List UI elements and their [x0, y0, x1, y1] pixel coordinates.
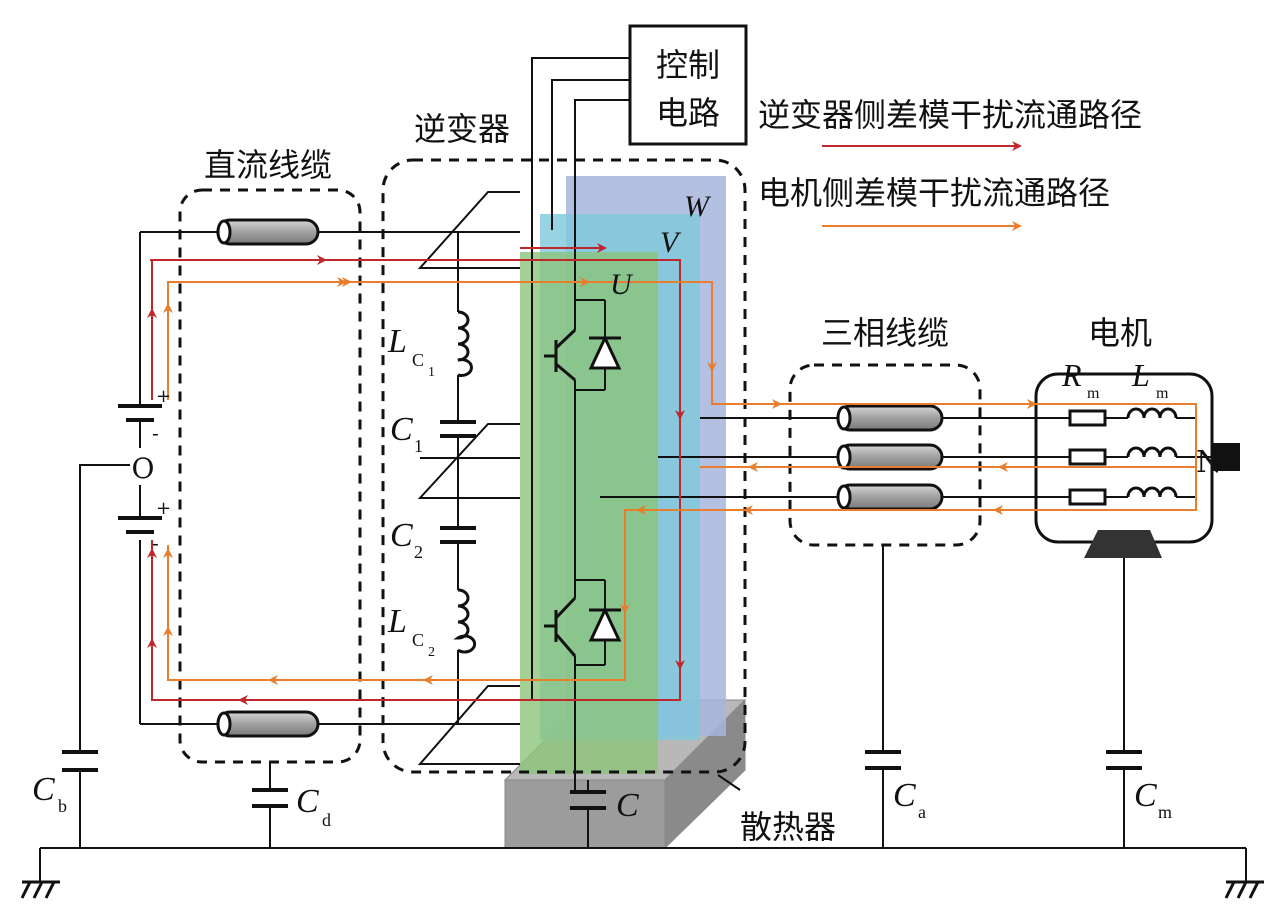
- svg-text:2: 2: [414, 542, 423, 562]
- inverter-side-path: [147, 243, 685, 705]
- dc-cable-box: [178, 188, 362, 764]
- svg-text:1: 1: [428, 365, 435, 380]
- svg-text:C: C: [390, 411, 413, 448]
- control-circuit-box: [628, 24, 748, 146]
- motor-label: 电机: [1088, 314, 1152, 352]
- minus-top: -: [152, 421, 159, 445]
- neutral-label: N: [1196, 445, 1222, 480]
- phase-w-label: W: [684, 190, 712, 223]
- capacitor-plates: [62, 420, 1142, 810]
- motor-side-path: [163, 277, 1197, 685]
- plus-bottom: +: [156, 498, 171, 519]
- svg-text:1: 1: [414, 436, 423, 456]
- neutral-block: [1212, 443, 1240, 471]
- motor-resistors: [1068, 409, 1107, 506]
- lc1-label: L C 1: [387, 323, 435, 380]
- dc-cable-label: 直流线缆: [204, 146, 332, 184]
- motor-mount: [1084, 530, 1162, 558]
- svg-text:d: d: [322, 810, 331, 830]
- midpoint-o-label: O: [132, 452, 155, 485]
- lm-label: L m: [1131, 357, 1169, 402]
- svg-text:C: C: [390, 517, 413, 554]
- c-heatsink-label: C: [616, 787, 639, 824]
- inductor-coils: [453, 310, 1178, 654]
- svg-text:L: L: [387, 603, 407, 640]
- cables: [216, 218, 944, 738]
- c2-label: C 2: [390, 517, 423, 562]
- legend-motor-label: 电机侧差模干扰流通路径: [758, 174, 1110, 212]
- ground-symbols: [20, 880, 1264, 899]
- svg-text:L: L: [387, 323, 407, 360]
- lc2-label: L C 2: [387, 603, 435, 660]
- svg-text:C: C: [616, 787, 639, 824]
- svg-text:R: R: [1061, 357, 1082, 393]
- svg-text:C: C: [412, 630, 424, 650]
- svg-text:a: a: [918, 802, 926, 822]
- igbt-switches: [544, 328, 622, 657]
- svg-text:C: C: [296, 783, 319, 820]
- inverter-label: 逆变器: [414, 110, 510, 148]
- cb-label: C b: [32, 771, 67, 816]
- plus-top: +: [156, 386, 171, 407]
- legend-inverter-label: 逆变器侧差模干扰流通路径: [758, 96, 1142, 134]
- inverter-box: [381, 158, 747, 774]
- svg-text:2: 2: [428, 645, 435, 660]
- three-phase-cable-box: [788, 363, 982, 547]
- minus-bottom: -: [152, 531, 159, 555]
- cd-label: C d: [296, 783, 331, 830]
- svg-text:C: C: [32, 771, 55, 808]
- svg-text:L: L: [1131, 357, 1150, 393]
- svg-text:m: m: [1087, 385, 1100, 402]
- svg-text:C: C: [1134, 777, 1157, 814]
- svg-text:b: b: [58, 796, 67, 816]
- control-circuit-label-2: 电路: [656, 94, 720, 132]
- cm-label: C m: [1134, 777, 1172, 822]
- rm-label: R m: [1061, 357, 1100, 402]
- heatsink-label: 散热器: [740, 808, 836, 846]
- phase-v-label: V: [660, 226, 682, 259]
- svg-text:m: m: [1158, 802, 1172, 822]
- svg-text:C: C: [893, 777, 916, 814]
- svg-text:C: C: [412, 350, 424, 370]
- c1-label: C 1: [390, 411, 423, 456]
- ca-label: C a: [893, 777, 926, 822]
- svg-text:m: m: [1156, 385, 1169, 402]
- phase-u-label: U: [610, 268, 634, 301]
- three-phase-cable-label: 三相线缆: [821, 314, 949, 352]
- wiring: [39, 57, 1247, 882]
- control-circuit-label-1: 控制: [656, 46, 720, 84]
- phase-u-plane: [520, 252, 658, 774]
